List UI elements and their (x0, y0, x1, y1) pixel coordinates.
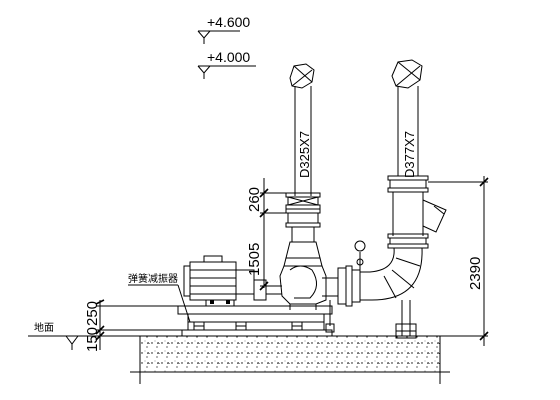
right-pipe-spec: D377X7 (402, 131, 417, 178)
damper-callout: 弹簧减振器 (128, 272, 191, 323)
dim-2390: 2390 (467, 257, 484, 290)
suction-elbow (322, 240, 423, 339)
concrete-slab (128, 335, 452, 384)
height-dimension: 2390 (428, 176, 489, 346)
left-pipe: D325X7 (283, 63, 323, 267)
elevation-marker-upper: +4.600 (197, 14, 250, 44)
elevation-marker-lower: +4.000 (197, 49, 256, 79)
base-dimensions: 250 150 (84, 299, 188, 352)
pipe-dimensions: 260 1505 (246, 178, 288, 291)
pump-base (177, 305, 333, 337)
ground-level-marker: 地面 (28, 321, 140, 350)
damper-label: 弹簧减振器 (128, 272, 178, 285)
elevation-lower-label: +4.000 (207, 49, 250, 65)
motor (183, 255, 255, 307)
right-pipe: D377X7 (387, 59, 447, 249)
ground-label: 地面 (34, 321, 54, 334)
left-pipe-spec: D325X7 (297, 131, 312, 178)
dim-250: 250 (84, 301, 101, 326)
dim-260: 260 (246, 187, 263, 212)
dim-1505: 1505 (246, 243, 263, 276)
dim-150: 150 (84, 327, 101, 352)
elevation-upper-label: +4.600 (207, 14, 250, 30)
